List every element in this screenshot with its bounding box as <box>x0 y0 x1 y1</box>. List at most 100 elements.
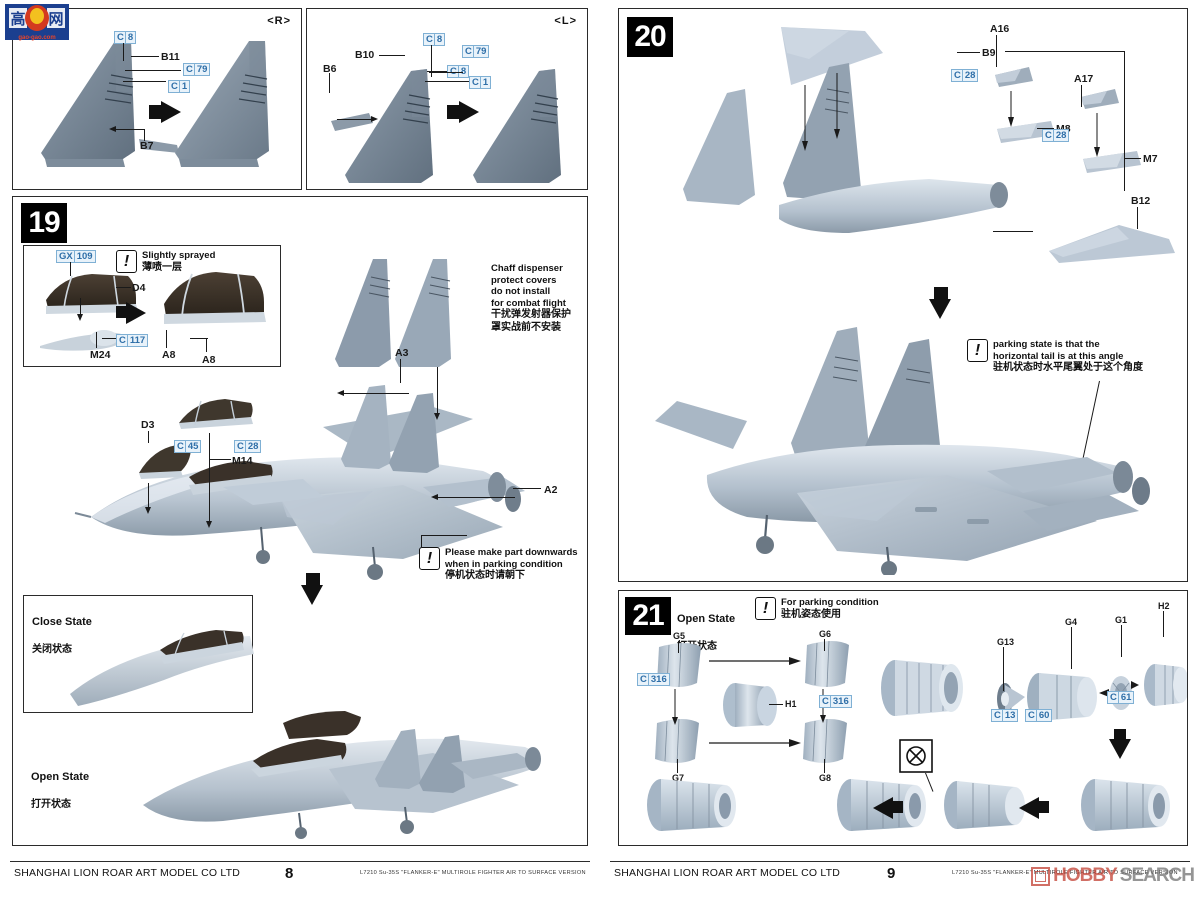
progress-arrow-bar <box>306 573 320 587</box>
hobbysearch-watermark: HOBBY SEARCH <box>1031 865 1195 887</box>
watermark-domain: gao-gao.com <box>18 35 55 41</box>
tail-fin-artwork-right <box>27 33 287 183</box>
hobbysearch-mark-icon <box>1031 866 1051 886</box>
panel-tail-right: <R> <box>12 8 302 190</box>
part-label-g1: G1 <box>1115 615 1128 625</box>
side-marker-left: <L> <box>554 15 577 27</box>
left-page-footer: SHANGHAI LION ROAR ART MODEL CO LTD 8 L7… <box>0 861 600 887</box>
part-label-m24: M24 <box>90 349 111 361</box>
parking-note-cn: 驻机状态时水平尾翼处于这个角度 <box>993 362 1143 374</box>
step20-small-parts-artwork <box>981 37 1181 197</box>
footer-company: SHANGHAI LION ROAR ART MODEL CO LTD <box>14 867 240 879</box>
leader-m24 <box>96 332 97 348</box>
part-label-h1: H1 <box>785 699 797 709</box>
leader-g5 <box>678 641 679 653</box>
parking-state-note: ! parking state is that the horizontal t… <box>967 339 1143 374</box>
warning-icon: ! <box>116 250 137 273</box>
part-label-g13: G13 <box>997 637 1015 647</box>
nozzle-petals-artwork <box>639 633 919 783</box>
progress-arrow-bar <box>1114 729 1126 741</box>
assembly-arrow-tip <box>77 314 83 321</box>
part-label-a17: A17 <box>1074 73 1094 85</box>
footer-divider <box>10 861 590 862</box>
part-label-a8-right: A8 <box>202 354 216 366</box>
leader-c8a <box>431 45 432 77</box>
assembly-arrow-shaft <box>80 298 81 316</box>
leader-g1 <box>1121 625 1122 657</box>
leader-a8-l <box>166 330 167 348</box>
part-label-g8: G8 <box>819 773 832 783</box>
leader-a3 <box>400 359 401 383</box>
step-19-panel: 19 <box>12 196 588 846</box>
side-marker-right: <R> <box>267 15 291 27</box>
tail-fin-artwork-left <box>317 33 575 183</box>
part-label-a16: A16 <box>990 23 1010 35</box>
fin-pointer-1-tip <box>337 390 344 396</box>
leader-g6 <box>824 639 825 651</box>
progress-arrow-icon <box>459 101 479 123</box>
leader-h1 <box>769 704 783 705</box>
leader-c8 <box>123 43 124 61</box>
leader-b6-tip <box>371 116 378 122</box>
progress-arrow-bar <box>1037 801 1049 813</box>
part-label-b9: B9 <box>982 47 996 59</box>
manual-page-left: <R> <box>0 4 600 887</box>
step21-parking-note: ! For parking condition 驻机姿态使用 <box>755 597 879 621</box>
open-state-artwork <box>133 709 563 839</box>
b12-stabilizer-artwork <box>1019 205 1189 275</box>
progress-arrow-icon <box>301 585 323 605</box>
leader-c79 <box>429 72 463 73</box>
progress-arrow-bar <box>149 105 163 119</box>
b9-connector-v <box>1124 51 1125 191</box>
d3-assembly-arrow-tip <box>145 507 151 514</box>
part-label-b7: B7 <box>140 140 154 152</box>
part-label-d3: D3 <box>141 419 155 431</box>
part-label-m7: M7 <box>1143 153 1158 165</box>
twin-fin-artwork <box>333 255 483 375</box>
leader-a8-r-h <box>190 338 208 339</box>
leader-a2 <box>513 488 541 489</box>
chaff-note-en: Chaff dispenser protect covers do not in… <box>491 263 566 309</box>
close-state-view: Close State 关闭状态 <box>23 595 254 713</box>
leader-c1 <box>425 81 469 82</box>
leader-b11 <box>131 56 159 57</box>
c45-assembly-arrow-tip <box>206 521 212 528</box>
progress-arrow-icon <box>929 299 951 319</box>
hobbysearch-word-1: HOBBY <box>1053 865 1118 886</box>
progress-arrow-bar <box>447 105 461 119</box>
leader-c79 <box>125 70 181 71</box>
step-21-panel: 21 Open State 打开状态 ! For parking conditi… <box>618 590 1188 846</box>
part-label-m14: M14 <box>232 455 253 467</box>
leader-b12 <box>1137 207 1138 229</box>
leader-gx109 <box>70 262 71 276</box>
leader-b7-h <box>115 129 145 130</box>
svg-text:高: 高 <box>10 10 25 28</box>
part-label-a8-left: A8 <box>162 349 176 361</box>
close-state-artwork <box>64 610 254 710</box>
footer-kit-designation: L7210 Su-35S "FLANKER-E" MULTIROLE FIGHT… <box>952 870 1178 876</box>
open-state-cn: 打开状态 <box>31 799 71 811</box>
step-20-panel: 20 <box>618 8 1188 582</box>
leader-b7-tip <box>109 126 116 132</box>
leader-g13 <box>1003 647 1004 691</box>
manual-page-right: 20 <box>600 0 1200 901</box>
part-label-b6: B6 <box>323 63 337 75</box>
step21-open-state-en: Open State <box>677 612 736 625</box>
leader-g8 <box>824 759 825 773</box>
fin-pointer-1 <box>343 393 409 394</box>
leader-c1 <box>123 81 166 82</box>
leader-g7 <box>677 759 678 773</box>
progress-arrow-bar <box>116 306 128 318</box>
slightly-sprayed-note-cn: 薄喷一层 <box>142 261 182 273</box>
leader-m8 <box>1037 128 1054 129</box>
finished-nozzles-artwork <box>639 771 1179 841</box>
leader-m7 <box>1125 158 1141 159</box>
step20-lower-artwork <box>647 325 1167 575</box>
